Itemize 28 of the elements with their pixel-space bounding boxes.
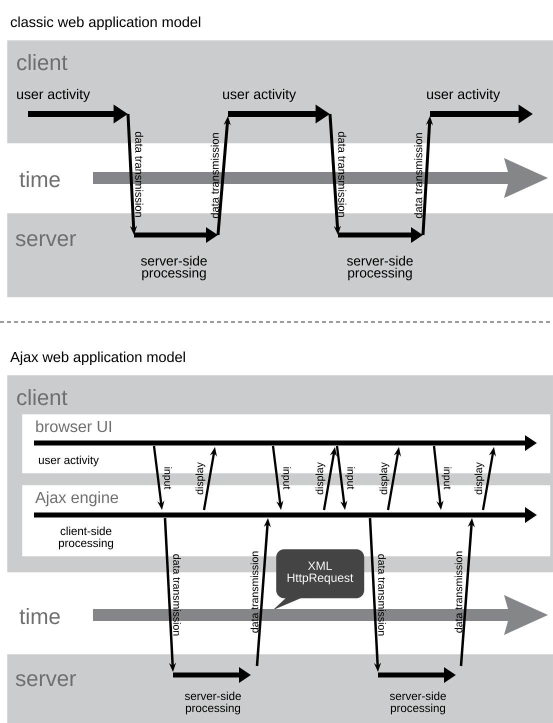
activity-label: user activity (17, 88, 90, 102)
node-label: time (20, 171, 60, 188)
edge-label: data transmission (135, 132, 144, 217)
processing-label: server-side processing (347, 256, 413, 280)
activity-label: user activity (427, 88, 500, 102)
section-title: classic web application model (10, 16, 200, 30)
edge-label: display (316, 462, 326, 494)
edge-label: data transmission (454, 552, 462, 633)
edge-label: input (162, 467, 172, 490)
edge-label: input (345, 467, 355, 490)
edge-label: data transmission (210, 133, 219, 218)
edge-label: data transmission (250, 552, 258, 633)
edge-label: display (196, 462, 206, 494)
edge-label: display (474, 462, 484, 494)
edge-label: input (281, 467, 291, 490)
section-title: Ajax web application model (10, 352, 185, 366)
edge-label: data transmission (414, 133, 422, 218)
edge-label: display (380, 462, 390, 494)
edge-label: data transmission (338, 132, 346, 217)
edge-label: data transmission (378, 554, 386, 636)
processing-label: server-side processing (184, 692, 241, 714)
edge-label: data transmission (173, 554, 181, 636)
node-label: time (20, 608, 60, 624)
activity-label: user activity (223, 88, 296, 102)
callout-bubble: XML HttpRequest (273, 549, 364, 610)
processing-label: server-side processing (141, 256, 207, 280)
processing-label: server-side processing (390, 692, 446, 714)
edge-label: input (442, 467, 452, 490)
